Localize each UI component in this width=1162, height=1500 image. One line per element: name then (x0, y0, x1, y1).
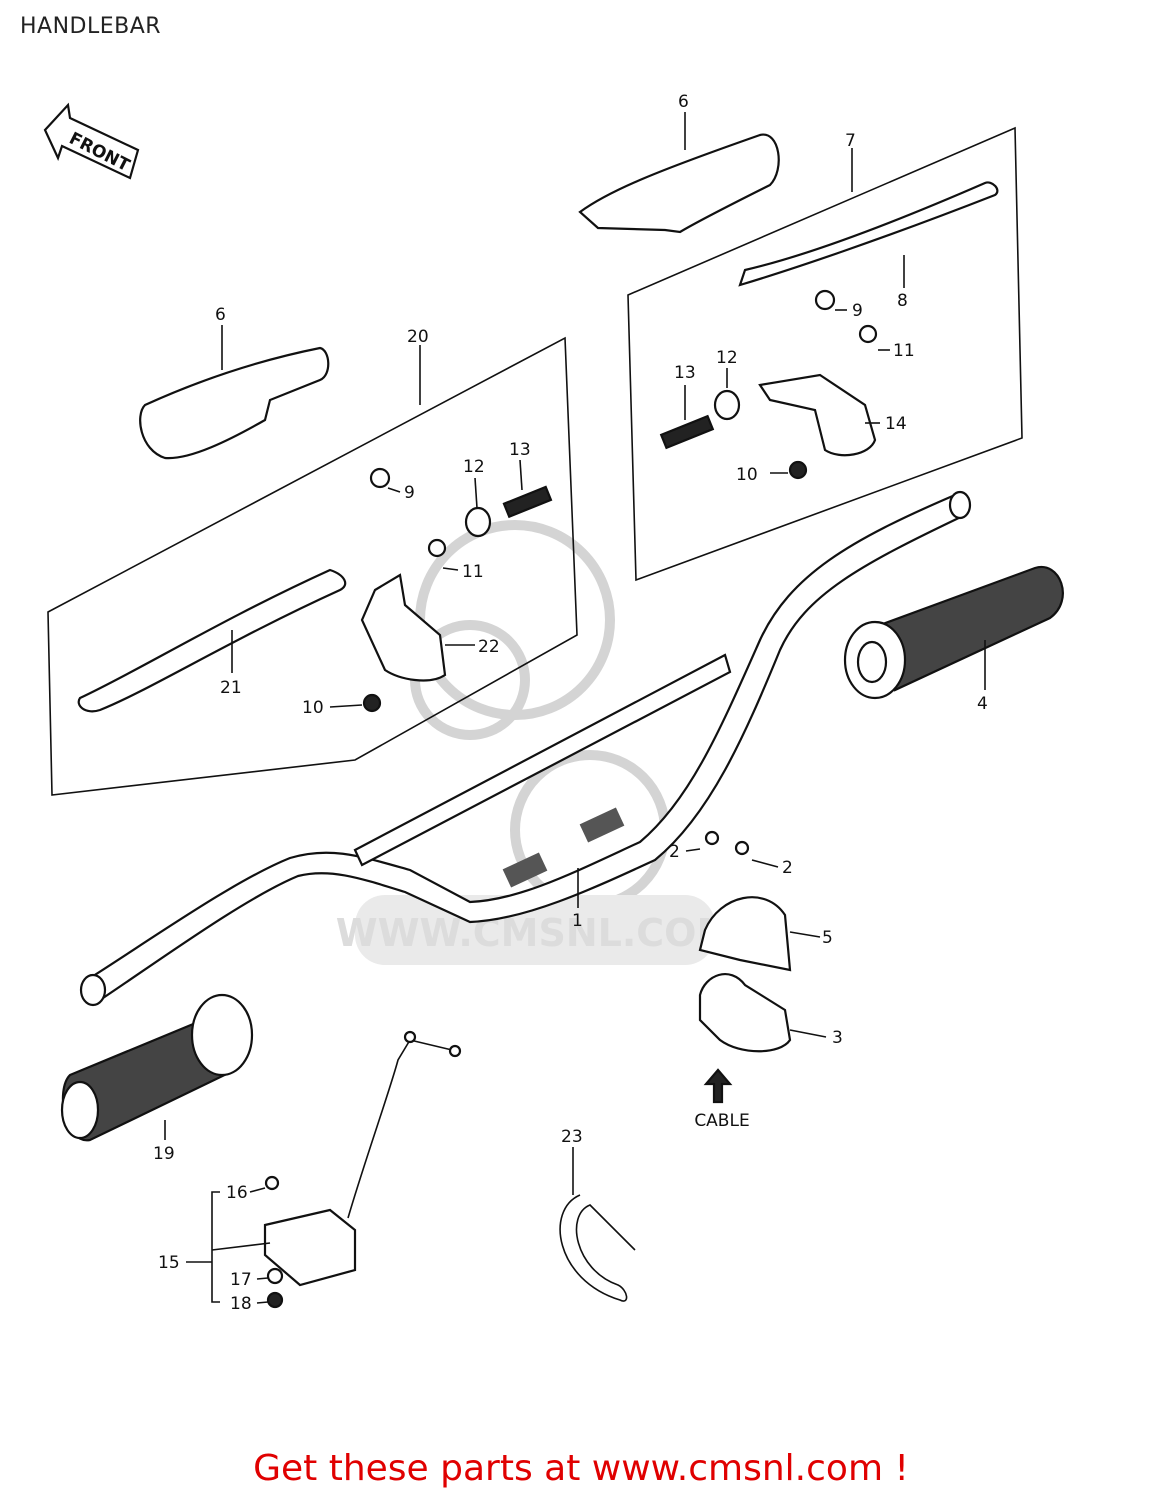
brake-lever (77, 568, 347, 713)
callout-13-right: 13 (674, 363, 696, 383)
callout-11-left: 11 (462, 562, 484, 582)
lever-cover-left (139, 346, 330, 460)
callout-16: 16 (226, 1183, 248, 1203)
handlebar (79, 490, 972, 1007)
callout-12-left: 12 (463, 457, 485, 477)
watermark-text: WWW.CMSNL.COM (336, 911, 735, 955)
callout-7: 7 (845, 131, 856, 151)
cta-link[interactable]: Get these parts at www.cmsnl.com ! (253, 1448, 909, 1489)
lever-cover-right (578, 133, 780, 234)
callout-12-right: 12 (716, 348, 738, 368)
callout-4: 4 (977, 694, 988, 714)
cable-label: CABLE (694, 1111, 749, 1131)
front-arrow-icon: FRONT (43, 102, 140, 180)
callout-20: 20 (407, 327, 429, 347)
clutch-perch (758, 373, 877, 457)
callout-6-right: 6 (678, 92, 689, 112)
callout-9-right: 9 (852, 301, 863, 321)
callout-2-right: 2 (782, 858, 793, 878)
callout-2-left: 2 (669, 842, 680, 862)
callout-23: 23 (561, 1127, 583, 1147)
callout-10-right: 10 (736, 465, 758, 485)
left-grip (60, 993, 254, 1142)
brake-lever-assembly-frame (47, 336, 578, 796)
callout-22: 22 (478, 637, 500, 657)
callout-1: 1 (572, 911, 583, 931)
callout-10-left: 10 (302, 698, 324, 718)
clutch-lever-assembly-frame (627, 126, 1023, 582)
callout-21: 21 (220, 678, 242, 698)
callout-14: 14 (885, 414, 907, 434)
right-grip (843, 565, 1064, 700)
callout-3: 3 (832, 1028, 843, 1048)
cta-banner: Get these parts at www.cmsnl.com ! (0, 1448, 1162, 1489)
leader-lines (164, 112, 986, 1304)
callout-15: 15 (158, 1253, 180, 1273)
callout-6-left: 6 (215, 305, 226, 325)
throttle-housing-upper (698, 896, 792, 972)
throttle-housing-lower (698, 973, 792, 1053)
callout-18: 18 (230, 1294, 252, 1314)
callout-9-left: 9 (404, 483, 415, 503)
clutch-lever (738, 181, 999, 287)
bolt-parts (264, 289, 878, 1309)
callout-17: 17 (230, 1270, 252, 1290)
cable-band (559, 1194, 636, 1302)
kill-switch (263, 1030, 462, 1287)
brake-perch (360, 573, 447, 682)
callout-8: 8 (897, 291, 908, 311)
callout-5: 5 (822, 928, 833, 948)
callout-19: 19 (153, 1144, 175, 1164)
cable-arrow-icon (703, 1068, 733, 1104)
page-title: HANDLEBAR (20, 14, 162, 39)
callout-11-right: 11 (893, 341, 915, 361)
callout-13-left: 13 (509, 440, 531, 460)
